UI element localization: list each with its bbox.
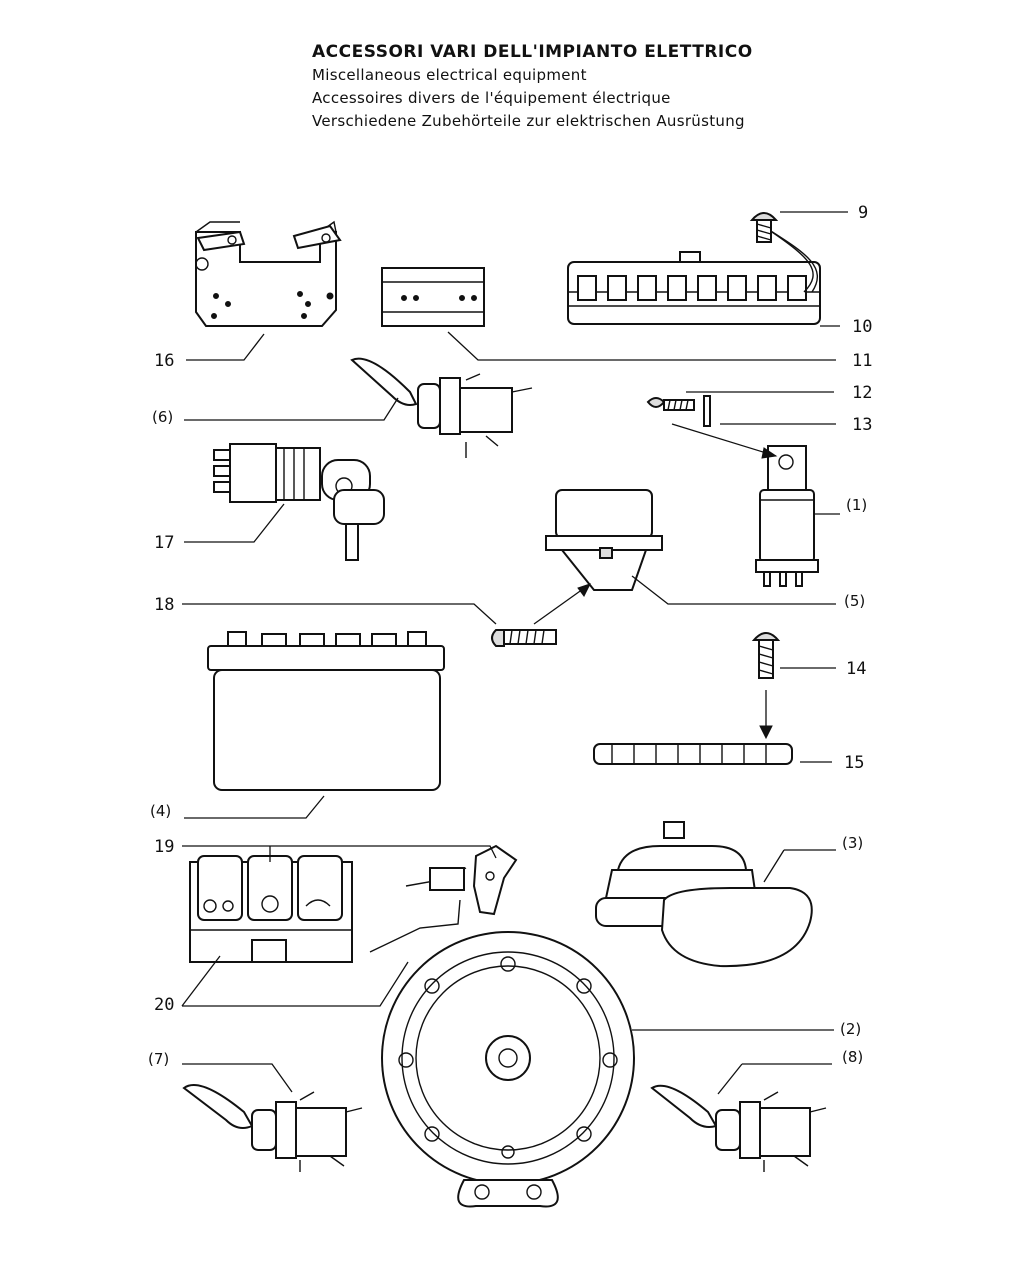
callout-labels: 9 10 11 12 13 14 15 16 17 18 19 20 (1) (… [148,203,872,1068]
part-19-switch-panel [189,855,353,963]
callout-5: (5) [844,592,865,610]
callout-1: (1) [846,496,867,514]
part-6-toggle-switch [350,357,533,458]
callout-14: 14 [846,659,866,679]
title-italian: ACCESSORI VARI DELL'IMPIANTO ELETTRICO [312,42,753,62]
part-9-screw [749,212,779,243]
title-german: Verschiedene Zubehörteile zur elektrisch… [312,112,745,130]
part-13-washer [703,395,711,427]
diagram-title-block: ACCESSORI VARI DELL'IMPIANTO ELETTRICO M… [312,40,753,133]
part-5-relay [545,489,663,591]
callout-9: 9 [858,203,868,223]
callout-10: 10 [852,317,872,337]
callout-19: 19 [154,837,174,857]
callout-13: 13 [852,415,872,435]
title-french: Accessoires divers de l'équipement élect… [312,89,671,107]
callout-12: 12 [852,383,872,403]
callout-20: 20 [154,995,174,1015]
part-10-fuse-box [567,223,821,325]
part-8-toggle-switch [650,1084,827,1172]
part-12-screw [646,397,695,411]
part-4-battery [207,631,445,791]
part-1-relay [755,445,819,587]
callout-7: (7) [148,1050,169,1068]
part-20-switch-linkage [369,844,518,953]
callout-17: 17 [154,533,174,553]
callout-3: (3) [842,834,863,852]
part-14-screw [751,632,781,740]
part-18-screw [491,583,591,647]
callout-18: 18 [154,595,174,615]
part-16-mounting-bracket [195,220,342,327]
part-15-terminal-strip [593,743,793,765]
callout-11: 11 [852,351,872,371]
callout-2: (2) [840,1020,861,1038]
callout-6: (6) [152,408,173,426]
part-3-horn [595,821,813,968]
title-english: Miscellaneous electrical equipment [312,66,587,84]
callout-15: 15 [844,753,864,773]
callout-4: (4) [150,802,171,820]
part-2-round-horn [381,931,635,1208]
part-17-ignition-switch [213,443,385,561]
callout-16: 16 [154,351,174,371]
part-11-mounting-plate [381,267,485,327]
callout-8: (8) [842,1048,863,1066]
leader-lines [181,211,848,1095]
part-7-toggle-switch [182,1084,363,1172]
